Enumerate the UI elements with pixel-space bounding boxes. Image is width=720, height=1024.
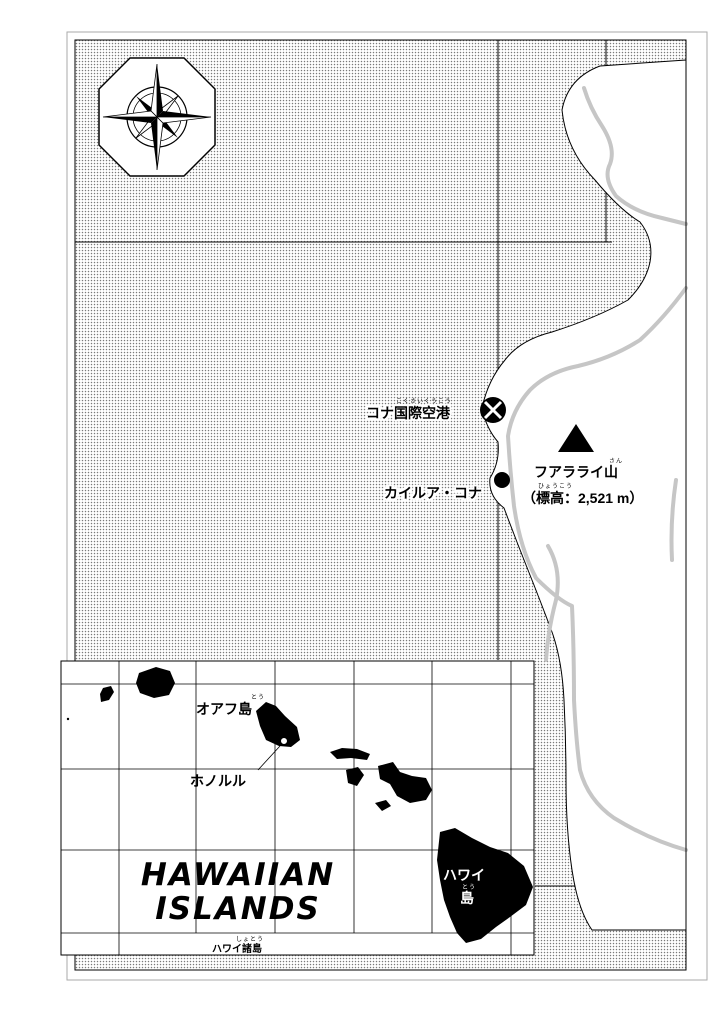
island-hawaii (437, 828, 533, 943)
island-molokai (330, 748, 370, 760)
inset-title-line2: ISLANDS (155, 891, 321, 927)
hualalai-elevation-ruby: ひょうこう (538, 484, 574, 490)
kailua-kona-label: カイルア・コナ (384, 485, 482, 501)
island-niihau (100, 686, 114, 702)
hualalai-elevation-label: （標高：2,521 m） (522, 490, 644, 506)
inset-caption: ハワイ諸島 (212, 944, 262, 955)
honolulu-leader-line (257, 745, 281, 771)
inset-map (60, 660, 535, 956)
island-kahoolawe (375, 800, 391, 811)
big-island-land (481, 59, 687, 931)
airport-icon (480, 397, 506, 423)
compass-rose-icon (98, 57, 216, 177)
oahu-ruby: とう (251, 695, 266, 701)
roads (506, 86, 688, 852)
island-lanai (346, 767, 364, 786)
hualalai-label: フアラライ山 (534, 464, 618, 480)
hualalai-ruby: さん (609, 459, 624, 465)
big-island-ruby: とう (462, 885, 477, 891)
inset-caption-ruby: しょとう (236, 937, 265, 943)
island-oahu (256, 702, 300, 747)
map-frame-inner (74, 39, 687, 971)
kona-airport-label: コナ国際空港 (366, 405, 450, 421)
big-island-label-line1: ハワイ (443, 867, 485, 883)
inset-title-line1: HAWAIIAN (140, 857, 336, 893)
oahu-label: オアフ島 (196, 701, 252, 717)
island-kauai (136, 667, 175, 698)
kona-airport-ruby: こくさいくうこう (396, 399, 452, 405)
honolulu-label: ホノルル (190, 773, 246, 789)
inset-title: HAWAIIAN ISLANDS (128, 858, 348, 926)
honolulu-marker (280, 737, 288, 745)
kailua-kona-marker (494, 472, 510, 488)
mountain-icon (558, 424, 594, 452)
island-maui (378, 762, 432, 803)
island-small (66, 717, 70, 721)
map-frame-outer (66, 31, 708, 981)
big-island-label-line2: 島 (460, 890, 474, 906)
